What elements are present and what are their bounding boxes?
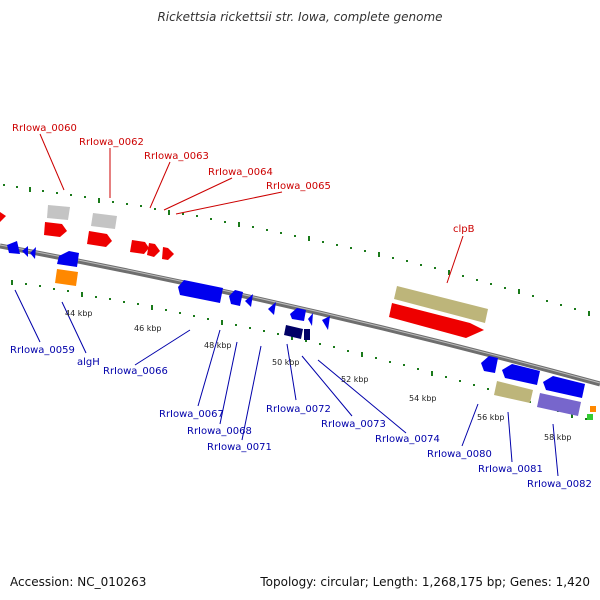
- reverse-labels: RrIowa_0059 algH RrIowa_0066 RrIowa_0067…: [10, 345, 592, 490]
- gene-label-rrIowa-0071[interactable]: RrIowa_0071: [207, 442, 272, 453]
- gene-blue: [322, 316, 330, 330]
- gene-blue: [229, 290, 243, 306]
- gene-red: [44, 222, 67, 237]
- map-title: Rickettsia rickettsii str. Iowa, complet…: [157, 10, 443, 24]
- gene-blue: [268, 302, 276, 315]
- gene-blue: [30, 247, 36, 259]
- gene-khaki: [494, 381, 533, 403]
- genome-summary-text: Topology: circular; Length: 1,268,175 bp…: [260, 575, 590, 589]
- gene-blue: [481, 356, 498, 373]
- forward-genes: [0, 205, 488, 338]
- gene-orange-small: [590, 406, 596, 412]
- gene-gray: [47, 205, 70, 220]
- gene-label-rrIowa-0067[interactable]: RrIowa_0067: [159, 409, 224, 420]
- scale-label-58kbp: 58 kbp: [544, 433, 572, 442]
- scale-label-50kbp: 50 kbp: [272, 358, 300, 367]
- gene-blue: [57, 251, 79, 267]
- gene-label-rrIowa-0082[interactable]: RrIowa_0082: [527, 479, 592, 490]
- gene-label-rrIowa-0081[interactable]: RrIowa_0081: [478, 464, 543, 475]
- scale-label-52kbp: 52 kbp: [341, 375, 369, 384]
- gene-purple: [537, 393, 581, 416]
- gene-label-rrIowa-0063[interactable]: RrIowa_0063: [144, 151, 209, 162]
- scale-labels: 44 kbp 46 kbp 48 kbp 50 kbp 52 kbp 54 kb…: [65, 309, 572, 442]
- forward-labels: RrIowa_0060 RrIowa_0062 RrIowa_0063 RrIo…: [12, 123, 475, 235]
- outer-tick-track: [3, 184, 590, 316]
- gene-label-rrIowa-0065[interactable]: RrIowa_0065: [266, 181, 331, 192]
- gene-gray: [91, 213, 117, 229]
- gene-label-rrIowa-0060[interactable]: RrIowa_0060: [12, 123, 77, 134]
- gene-label-clpB[interactable]: clpB: [453, 224, 475, 235]
- scale-label-56kbp: 56 kbp: [477, 413, 505, 422]
- gene-blue: [290, 308, 306, 321]
- gene-navy-small: [304, 329, 310, 340]
- gene-blue: [308, 313, 313, 326]
- gene-blue: [7, 241, 20, 254]
- gene-label-rrIowa-0064[interactable]: RrIowa_0064: [208, 167, 273, 178]
- gene-khaki: [394, 286, 488, 323]
- accession-text: Accession: NC_010263: [10, 575, 147, 589]
- gene-label-rrIowa-0068[interactable]: RrIowa_0068: [187, 426, 252, 437]
- gene-red: [130, 240, 149, 254]
- gene-label-rrIowa-0072[interactable]: RrIowa_0072: [266, 404, 331, 415]
- gene-orange: [55, 269, 78, 286]
- gene-red-clpB: [389, 303, 484, 338]
- gene-blue: [22, 246, 28, 257]
- gene-blue: [543, 376, 585, 398]
- gene-label-rrIowa-0080[interactable]: RrIowa_0080: [427, 449, 492, 460]
- gene-red: [87, 231, 112, 247]
- gene-navy: [284, 325, 303, 339]
- reverse-genes: [7, 241, 596, 420]
- scale-label-48kbp: 48 kbp: [204, 341, 232, 350]
- scale-label-54kbp: 54 kbp: [409, 394, 437, 403]
- gene-red: [0, 212, 6, 222]
- scale-label-46kbp: 46 kbp: [134, 324, 162, 333]
- gene-label-rrIowa-0066[interactable]: RrIowa_0066: [103, 366, 168, 377]
- gene-label-rrIowa-0059[interactable]: RrIowa_0059: [10, 345, 75, 356]
- gene-label-rrIowa-0074[interactable]: RrIowa_0074: [375, 434, 440, 445]
- gene-blue: [245, 294, 253, 307]
- inner-tick-track: [11, 280, 587, 420]
- scale-label-44kbp: 44 kbp: [65, 309, 93, 318]
- gene-blue: [178, 280, 223, 303]
- gene-label-rrIowa-0073[interactable]: RrIowa_0073: [321, 419, 386, 430]
- leader-lines: [14, 133, 559, 477]
- gene-red: [147, 243, 160, 257]
- gene-green-small: [587, 414, 593, 420]
- gene-label-rrIowa-0062[interactable]: RrIowa_0062: [79, 137, 144, 148]
- gene-label-algH[interactable]: algH: [77, 357, 100, 368]
- gene-red: [162, 247, 174, 260]
- genome-backbone: [0, 243, 600, 387]
- gene-blue: [502, 364, 540, 385]
